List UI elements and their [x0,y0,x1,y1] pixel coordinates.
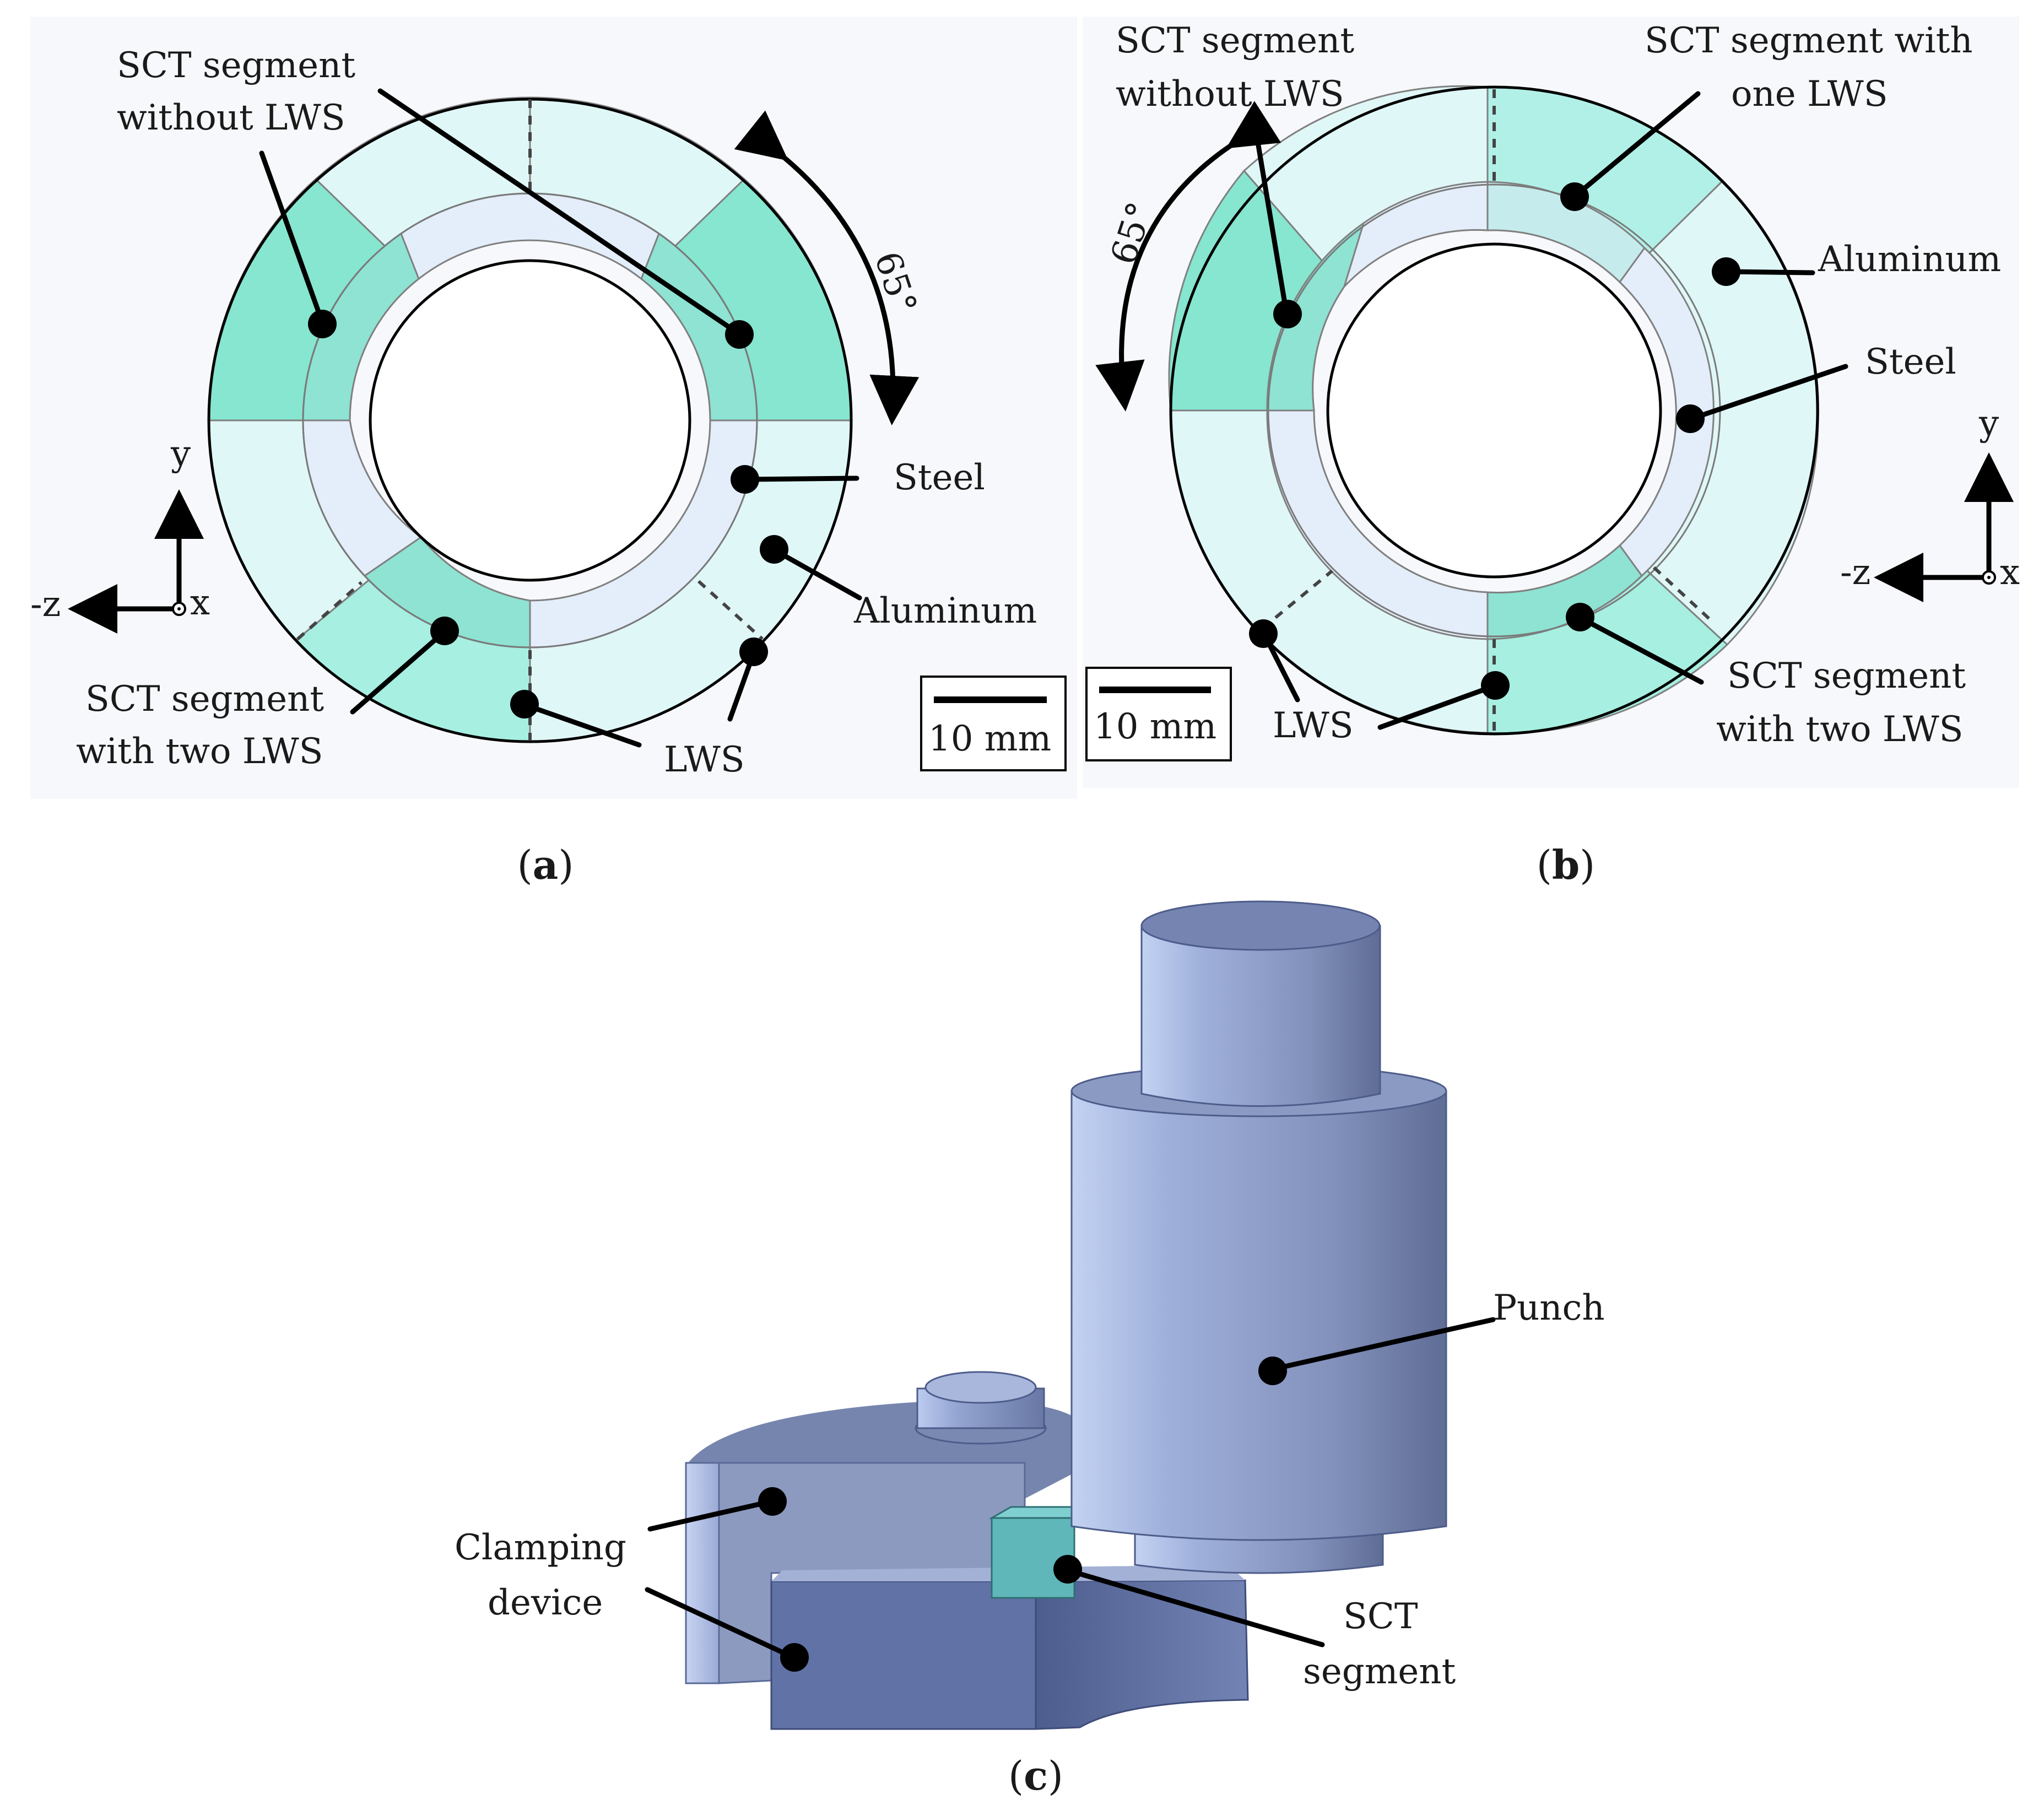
panel-b-leaders [1249,91,1848,730]
panel-a-ring [207,96,853,743]
clamping-lower-block [770,1580,1037,1730]
punch [1070,900,1447,1574]
label-punch: Punch [1493,1288,1605,1328]
label-sct-segment-1: SCT [1343,1596,1418,1637]
panel-b: 65° SCT segment without LWS SCT segment … [1083,17,2020,888]
label-steel: Steel [894,457,985,498]
axis-z-label: -z [30,584,61,625]
label-clamping-device-2: device [488,1582,603,1623]
label-b-aluminum: Aluminum [1818,239,2001,280]
label-sct-with-two-lws-2: with two LWS [76,731,323,772]
panel-a-leaders [259,88,862,748]
caption-a: (a) [517,841,574,888]
scale-bar-a: 10 mm [920,676,1067,771]
rotation-arrow [734,110,920,425]
axis-x-label: x [190,582,210,623]
scale-bar-b: 10 mm [1085,667,1232,761]
punch-body [1070,1090,1447,1541]
clamping-side-face [685,1462,720,1684]
axes-b: y -z x [1840,403,2020,602]
caption-c: (c) [1008,1752,1063,1799]
axis-b-y-label: y [1978,403,1999,444]
lws-mark-lower-right [697,580,764,641]
label-b-sct-with-one-lws-1: SCT segment with [1645,20,1973,61]
lws-mark-b-lower-right [1652,566,1715,624]
panel-c: Punch Clamping device SCT segment (c) [455,900,1605,1799]
label-sct-with-two-lws-1: SCT segment [85,679,324,720]
caption-b: (b) [1537,841,1596,888]
lws-mark-lower-left [296,581,363,641]
axes-a: y -z x [30,434,210,634]
scale-bar-a-label: 10 mm [928,718,1051,759]
label-aluminum: Aluminum [853,591,1037,631]
steel-ring-b-top [1343,181,1489,288]
scale-bar-b-label: 10 mm [1094,706,1216,747]
axis-b-x-label: x [2000,552,2020,593]
label-b-sct-without-lws-1: SCT segment [1116,20,1354,61]
panel-a: 65° SCT segment without LWS Steel Alumin… [30,17,1077,888]
label-sct-segment-2: segment [1303,1651,1456,1692]
label-lws: LWS [664,739,745,780]
inner-bore [369,259,691,582]
label-b-steel: Steel [1865,342,1956,382]
axis-b-z-label: -z [1840,552,1870,593]
label-b-sct-with-two-lws-1: SCT segment [1727,656,1966,696]
label-sct-without-lws-2: without LWS [117,98,345,138]
panel-c-leaders [645,1317,1496,1672]
bolt [915,1371,1047,1445]
punch-shaft [1140,925,1381,1107]
clamping-lower-curve [1035,1579,1249,1730]
inner-bore-b [1326,242,1662,579]
label-b-sct-without-lws-2: without LWS [1116,74,1344,115]
axis-y-label: y [170,434,191,474]
rotation-arrow-b [1095,101,1281,412]
panel-b-ring [1168,85,1820,736]
label-clamping-device-1: Clamping [455,1527,626,1568]
punch-shaft-top [1140,900,1381,951]
label-b-sct-with-two-lws-2: with two LWS [1716,709,1963,750]
label-sct-without-lws-1: SCT segment [117,45,355,86]
label-b-sct-with-one-lws-2: one LWS [1731,74,1888,115]
label-b-lws: LWS [1273,705,1354,746]
